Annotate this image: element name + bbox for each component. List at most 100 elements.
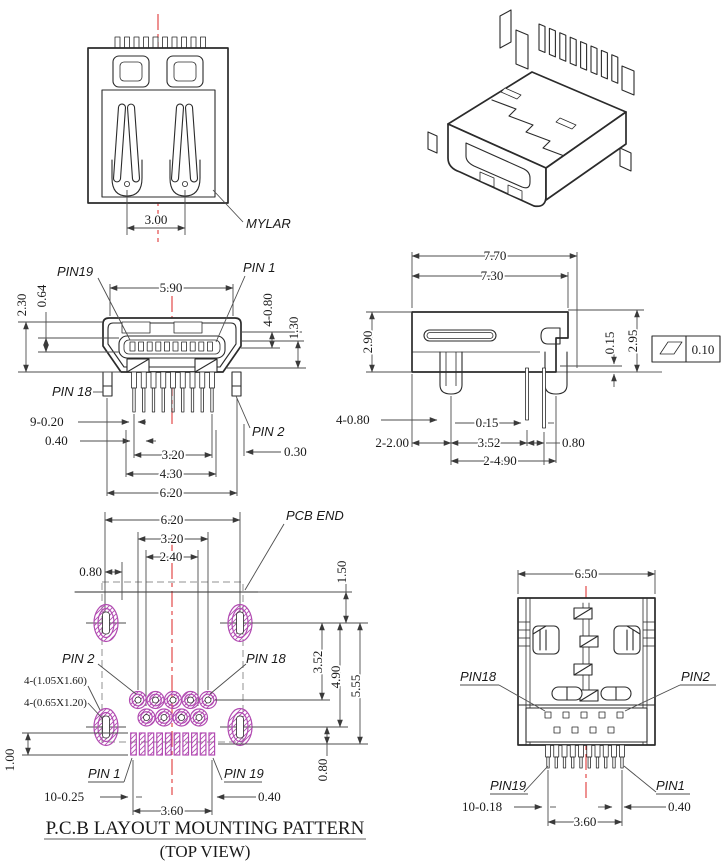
oval-pad-note: 4-(1.05X1.60) xyxy=(24,675,87,687)
contact-holes xyxy=(544,711,624,734)
title-line2: (TOP VIEW) xyxy=(160,842,251,861)
pin1-label: PIN 1 xyxy=(243,260,276,275)
top-window xyxy=(121,321,151,334)
pcb-layout-view: PCB END 6.20 3.20 2.40 0.80 xyxy=(0,507,368,861)
side-hook xyxy=(540,327,561,345)
oblong-holes xyxy=(551,686,632,701)
slot-pad-note: 4-(0.65X1.20) xyxy=(24,697,87,709)
shell-inner xyxy=(107,322,237,368)
through-hole-pads xyxy=(128,690,218,727)
pad-row-top xyxy=(128,690,218,710)
pcb-top-dimensions: 6.20 3.20 2.40 0.80 xyxy=(78,510,241,706)
dim-3-60: 3.60 xyxy=(574,814,597,829)
dim-1-30: 1.30 xyxy=(286,317,301,340)
dim-10x0-25: 10-0.25 xyxy=(44,789,84,804)
iso-seam xyxy=(491,99,568,165)
dim-3-60: 3.60 xyxy=(161,803,184,818)
pin1-label: PIN 1 xyxy=(88,766,121,781)
dim-0-80-top: 0.80 xyxy=(79,564,102,579)
front-view-dimensions: 5.90 2.30 0.64 4-0.80 1.30 PIN19 PIN 1 P… xyxy=(12,259,308,502)
dim-6-20: 6.20 xyxy=(161,512,184,527)
dim-2-95: 2.95 xyxy=(625,330,640,353)
dim-0-30: 0.30 xyxy=(284,444,307,459)
dim-2-90: 2.90 xyxy=(360,331,375,354)
top-view: 6.50 PIN18 PIN2 PIN19 PIN1 10-0.18 0.40 … xyxy=(459,564,716,831)
isometric-view xyxy=(427,9,635,208)
dim-0-80-bot: 0.80 xyxy=(315,759,330,782)
dim-2-40: 2.40 xyxy=(160,549,183,564)
pins xyxy=(545,744,625,769)
title-line1: P.C.B LAYOUT MOUNTING PATTERN xyxy=(46,818,365,839)
iso-latch-window xyxy=(479,171,495,188)
iso-left-post xyxy=(499,9,512,49)
dim-0-40: 0.40 xyxy=(668,799,691,814)
latch-details xyxy=(532,625,641,655)
center-seam xyxy=(573,602,599,702)
iso-latch-window xyxy=(507,184,523,201)
dim-1-50: 1.50 xyxy=(334,561,349,584)
shell-outline xyxy=(87,47,229,204)
oval-pads xyxy=(86,603,260,747)
iso-left-leg xyxy=(427,131,438,154)
connector-outline-dashed xyxy=(101,581,244,743)
dim-7-30: 7.30 xyxy=(481,268,504,283)
iso-right-leg xyxy=(619,147,632,172)
pin18-label: PIN18 xyxy=(460,669,497,684)
dim-7-70: 7.70 xyxy=(484,248,507,263)
dim-0-15-bot: 0.15 xyxy=(476,415,499,430)
front-view: 5.90 2.30 0.64 4-0.80 1.30 PIN19 PIN 1 P… xyxy=(12,259,308,502)
top-view-dimensions: 6.50 PIN18 PIN2 PIN19 PIN1 10-0.18 0.40 … xyxy=(459,564,716,831)
iso-right-face xyxy=(545,111,627,201)
flatness-icon xyxy=(659,341,683,355)
side-posts xyxy=(102,371,242,397)
iso-hole xyxy=(555,117,577,130)
pin19-label: PIN19 xyxy=(57,264,93,279)
iso-pins xyxy=(515,23,635,96)
dim-9x0-20: 9-0.20 xyxy=(30,414,64,429)
mylar-region xyxy=(101,89,216,198)
mylar-label: MYLAR xyxy=(246,216,291,231)
pins xyxy=(131,371,215,413)
mylar-leader xyxy=(212,189,244,223)
flatness-frame: 0.10 xyxy=(651,335,721,363)
oval-pad xyxy=(86,707,126,747)
dim-0-15-top: 0.15 xyxy=(602,332,617,355)
dim-3-20: 3.20 xyxy=(161,531,184,546)
pcb-end-leader xyxy=(244,523,285,591)
pcb-end-label: PCB END xyxy=(286,508,344,523)
dim-3-00: 3.00 xyxy=(145,212,168,227)
side-slot xyxy=(423,329,497,342)
dim-6-50: 6.50 xyxy=(575,566,598,581)
dim-3-20: 3.20 xyxy=(162,447,185,462)
dim-2x2-00: 2-2.00 xyxy=(375,435,409,450)
pin2-label: PIN 2 xyxy=(62,651,95,666)
dim-4x0-80: 4-0.80 xyxy=(336,412,370,427)
latches xyxy=(112,55,204,88)
tongue xyxy=(118,335,226,359)
iso-receptacle-opening xyxy=(465,142,531,189)
pin19-label: PIN19 xyxy=(490,778,526,793)
dim-1-00: 1.00 xyxy=(2,749,17,772)
smt-pads xyxy=(130,732,216,756)
dim-5-90: 5.90 xyxy=(160,280,183,295)
rear-housing xyxy=(525,707,648,743)
oval-pad xyxy=(86,603,126,643)
dim-0-40: 0.40 xyxy=(258,789,281,804)
dim-4-90: 4.90 xyxy=(328,666,343,689)
pin2-label: PIN 2 xyxy=(252,424,285,439)
dim-3-52: 3.52 xyxy=(310,651,325,674)
pin18-label: PIN 18 xyxy=(52,384,93,399)
top-window xyxy=(173,321,203,334)
tongue-inner xyxy=(123,339,221,355)
pin18-label: PIN 18 xyxy=(246,651,287,666)
pin1-label: PIN1 xyxy=(656,778,685,793)
dim-3-52: 3.52 xyxy=(478,435,501,450)
pcb-left-bottom-dimensions: 1.00 PIN 2 PIN 18 4-(1.05X1.60) 4-(0.65X… xyxy=(0,650,288,820)
side-leg-front xyxy=(439,351,463,395)
side-view-dimensions: 7.70 7.30 2.90 0.15 2.95 4-0.80 0.15 2-2… xyxy=(334,246,644,470)
dim-6-20: 6.20 xyxy=(160,485,183,500)
side-pin xyxy=(525,367,529,421)
spring-contacts xyxy=(111,103,201,197)
dim-0-64: 0.64 xyxy=(34,284,49,307)
